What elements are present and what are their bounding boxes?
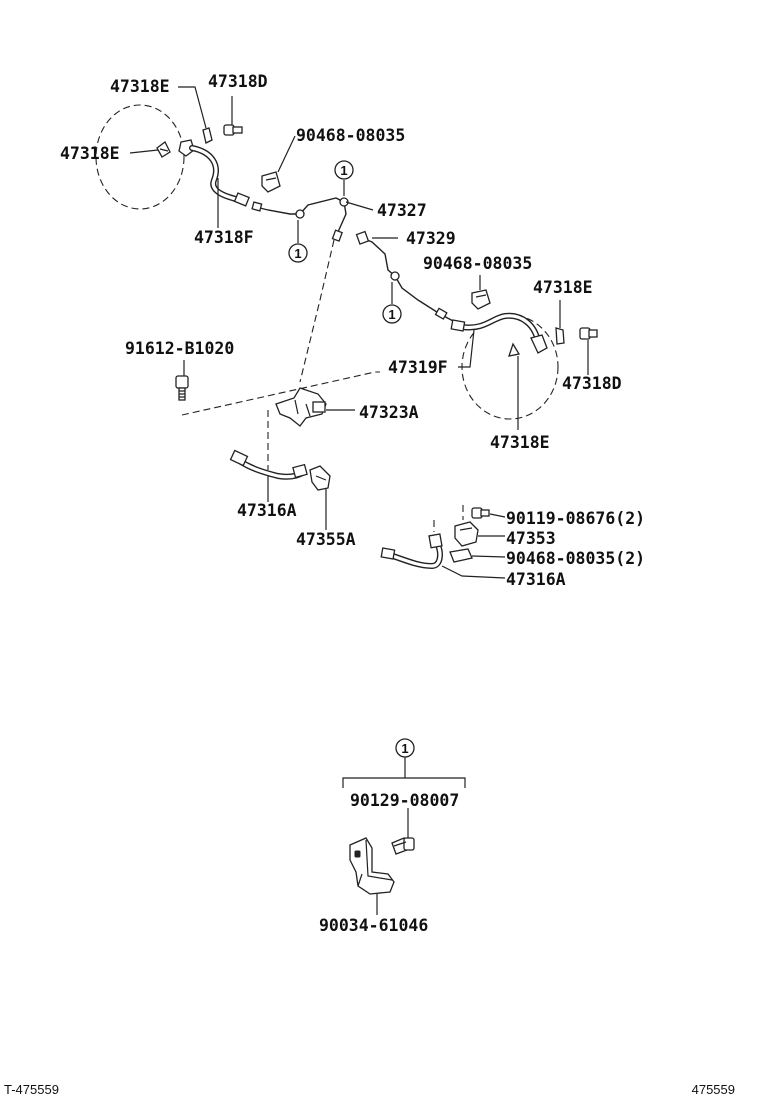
label-47318D-top: 47318D [208,72,268,91]
label-90129-08007: 90129-08007 [350,791,459,810]
leader-lines [129,86,589,579]
label-90119-08676: 90119-08676(2) [506,509,645,528]
label-47318E-left: 47318E [60,144,120,163]
center-junction-assembly [175,239,380,470]
detail-view-ref-1 [342,757,466,915]
label-47319F: 47319F [388,358,448,377]
clamp-90034 [349,837,395,895]
label-47316A-right: 47316A [506,570,566,589]
ref-num-1-d: 1 [401,741,408,756]
footer-code-right: 475559 [692,1082,735,1097]
right-small-clip [555,327,565,345]
label-90468-upper: 90468-08035 [296,126,405,145]
junction-bolt-91612 [175,375,189,401]
brake-pipes [251,197,456,323]
guide-line-1 [299,239,335,383]
ref-circle-1-b [288,243,308,263]
right-hose-fitting [450,319,466,332]
right-caliper-bracket [508,342,521,357]
label-90034-61046: 90034-61046 [319,916,428,935]
right-clip-90468 [471,289,491,310]
ref-num-1-b: 1 [294,246,301,261]
label-47318F: 47318F [194,228,254,247]
label-47323A: 47323A [359,403,419,422]
pipe-47327 [255,197,347,233]
rear-hose-right-group [380,505,490,570]
left-hose-clip [178,139,195,157]
label-47318E-right-bottom: 47318E [490,433,550,452]
label-47353: 47353 [506,529,556,548]
label-91612-B1020: 91612-B1020 [125,339,234,358]
label-90468-pair: 90468-08035(2) [506,549,645,568]
label-47329: 47329 [406,229,456,248]
right-wheel-outline [461,314,559,420]
right-front-brake-assembly [450,289,598,420]
clip-90468-pair [449,548,473,563]
junction-block [275,387,327,427]
left-hose-fitting [233,192,250,207]
ref-circles: 1 1 1 1 [288,160,415,758]
ref-num-1-a: 1 [340,163,347,178]
label-47318E-top: 47318E [110,77,170,96]
left-wheel-outline [95,104,185,210]
detail-bracket-line [342,777,466,788]
left-small-clip [202,127,213,144]
label-90468-right: 90468-08035 [423,254,532,273]
part-labels: 47318E 47318D 47318E 90468-08035 47327 4… [60,72,645,935]
bracket-47353 [454,521,479,547]
label-47327: 47327 [377,201,427,220]
left-bolt [223,124,243,136]
left-front-brake-assembly [95,104,281,210]
guide-line-2 [181,371,380,416]
ref-circle-1-c [382,304,402,324]
footer-code-left: T-475559 [4,1082,59,1097]
rear-hose-left-group [229,449,331,491]
label-47316A-left: 47316A [237,501,297,520]
right-hose-end-clip [530,334,548,354]
upper-clip-90468 [261,171,281,193]
label-47318D-right: 47318D [562,374,622,393]
bolt-90129 [391,837,415,855]
label-47318E-right-top: 47318E [533,278,593,297]
bolt-90119 [471,507,490,519]
ref-circle-1-a [334,160,354,180]
label-47355A: 47355A [296,530,356,549]
ref-num-1-c: 1 [388,307,395,322]
right-bolt [579,327,598,340]
